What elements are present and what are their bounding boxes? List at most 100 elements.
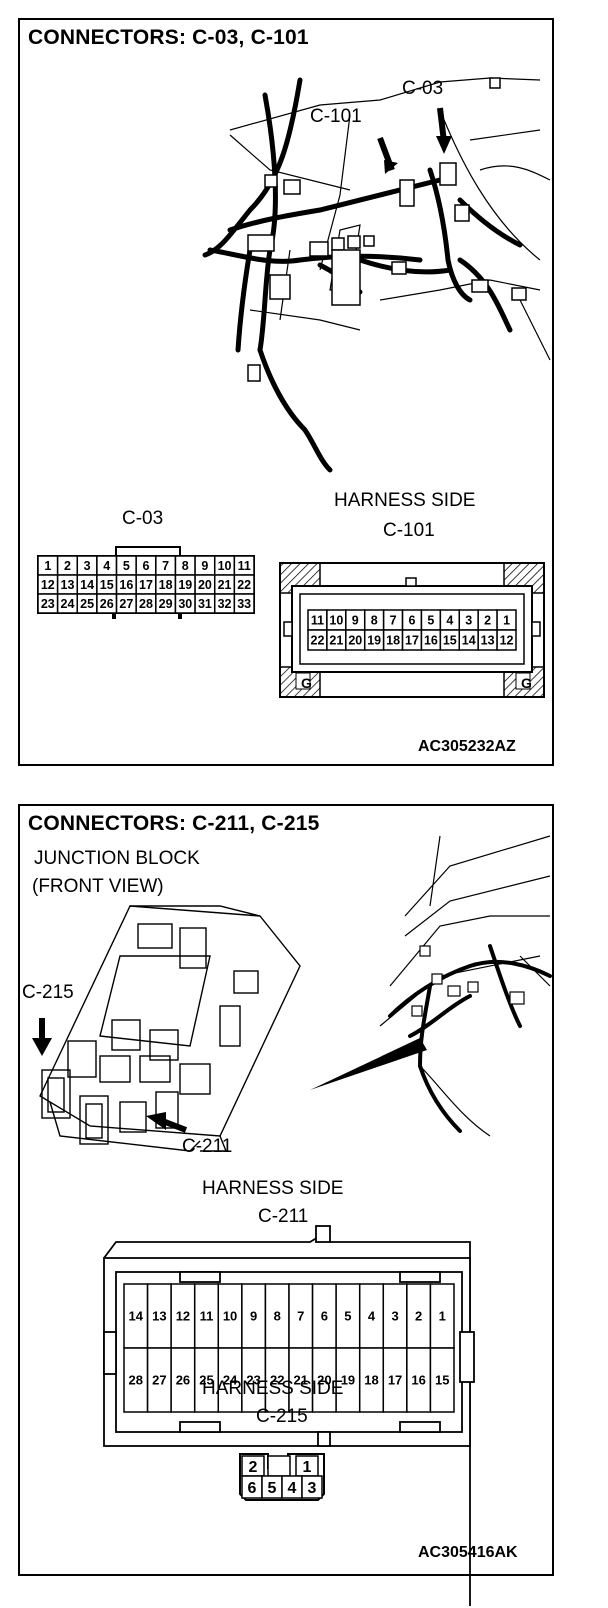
c101-pin-cell [496, 629, 517, 651]
c211-pin-number: 6 [321, 1309, 328, 1324]
c211-pin-number: 13 [152, 1309, 166, 1324]
c03-pin-number: 1 [44, 559, 51, 573]
c211-pin-number: 10 [223, 1309, 237, 1324]
c211-pin-number: 11 [200, 1309, 214, 1324]
c211-pin-number: 25 [199, 1373, 213, 1388]
c03-pin-number: 12 [41, 578, 55, 592]
c211-pin-number: 22 [270, 1373, 284, 1388]
panel-title: CONNECTORS: C-211, C-215 [28, 812, 320, 835]
callout-c101: C-101 [310, 106, 362, 127]
c211-pin-number: 14 [129, 1309, 144, 1324]
c03-pin-number: 3 [84, 559, 91, 573]
c03-pin-number: 2 [64, 559, 71, 573]
c03-pin-number: 13 [61, 578, 75, 592]
c101-pin-number: 4 [446, 614, 453, 628]
c03-pin-cell [233, 593, 255, 614]
c211-pin-number: 1 [439, 1309, 446, 1324]
c03-label: C-03 [122, 508, 164, 529]
c211-pin-number: 4 [368, 1309, 376, 1324]
c101-side-label: HARNESS SIDE [334, 490, 476, 511]
c101-pin-number: 8 [371, 614, 378, 628]
c211-pin-number: 17 [388, 1373, 402, 1388]
c101-pin-number: 16 [424, 634, 438, 648]
panel-c03-c101: CONNECTORS: C-03, C-101 [18, 18, 554, 766]
c211-pin-number: 19 [341, 1373, 355, 1388]
c211-pin-number: 18 [364, 1373, 378, 1388]
c03-pin-number: 4 [103, 559, 110, 573]
c211-pin-number: 16 [411, 1373, 425, 1388]
c03-pin-number: 23 [41, 597, 55, 611]
c03-pin-number: 17 [139, 578, 153, 592]
c211-pin-number: 5 [344, 1309, 351, 1324]
c101-pin-number: 9 [352, 614, 359, 628]
c101-pin-number: 21 [329, 634, 343, 648]
panel-title: CONNECTORS: C-03, C-101 [28, 26, 309, 49]
c03-pin-number: 9 [201, 559, 208, 573]
c03-pin-number: 6 [143, 559, 150, 573]
front-view-label: (FRONT VIEW) [32, 876, 164, 897]
c03-pin-number: 33 [237, 597, 251, 611]
c215-side-label: HARNESS SIDE [202, 1378, 344, 1399]
c101-pin-number: 19 [367, 634, 381, 648]
c03-pin-number: 20 [198, 578, 212, 592]
pointer-wedge [310, 1038, 427, 1090]
c215-pin-number: 6 [248, 1480, 257, 1497]
c211-pin-number: 24 [223, 1373, 238, 1388]
c211-pin-number: 3 [391, 1309, 398, 1324]
c03-pin-number: 16 [119, 578, 133, 592]
c211-pin-number: 21 [294, 1373, 308, 1388]
c03-pin-number: 10 [218, 559, 232, 573]
c03-pin-number: 27 [119, 597, 133, 611]
c211-pin-number: 7 [297, 1309, 304, 1324]
c101-pin-number: 17 [405, 634, 419, 648]
c03-pin-number: 30 [178, 597, 192, 611]
c03-pin-number: 8 [182, 559, 189, 573]
c211-pin-number: 20 [317, 1373, 331, 1388]
c215-pin-number: 5 [268, 1480, 277, 1497]
c101-pin-number: 3 [465, 614, 472, 628]
c101-pin-number: 12 [500, 634, 514, 648]
c215-pin-number: 1 [303, 1459, 312, 1476]
c03-pin-number: 21 [218, 578, 232, 592]
c215-pin-number: 2 [249, 1459, 258, 1476]
c03-pin-number: 11 [238, 559, 251, 573]
c211-pin-number: 23 [246, 1373, 260, 1388]
c101-pin-number: 2 [484, 614, 491, 628]
junction-block-illustration [32, 835, 552, 1152]
c211-pin-number: 8 [274, 1309, 281, 1324]
dashboard-harness-illustration [202, 77, 551, 473]
c211-label: C-211 [258, 1206, 309, 1227]
c211-pin-number: 9 [250, 1309, 257, 1324]
c101-pin-number: 13 [481, 634, 495, 648]
c211-pin-number: 12 [176, 1309, 190, 1324]
c101-pin-number: 15 [443, 634, 457, 648]
c101-pin-number: 7 [390, 614, 397, 628]
c211-pin-number: 26 [176, 1373, 190, 1388]
c211-pin-cell [429, 1347, 455, 1413]
c03-pin-number: 7 [162, 559, 169, 573]
c03-pin-number: 15 [100, 578, 114, 592]
c03-pin-number: 29 [159, 597, 173, 611]
c03-pin-number: 18 [159, 578, 173, 592]
c215-pin-number: 4 [288, 1480, 297, 1497]
junction-block-label: JUNCTION BLOCK [34, 848, 200, 869]
c101-pin-number: 14 [462, 634, 476, 648]
c03-pin-number: 28 [139, 597, 153, 611]
c03-pin-number: 31 [198, 597, 212, 611]
c101-pin-number: 6 [409, 614, 416, 628]
callout-c211: C-211 [182, 1136, 233, 1157]
c101-pin-number: 11 [311, 614, 324, 628]
c211-pin-number: 27 [152, 1373, 166, 1388]
c101-pin-number: 18 [386, 634, 400, 648]
c03-pin-number: 24 [61, 597, 75, 611]
c215-pin-number: 3 [308, 1480, 317, 1497]
panel-c211-c215: CONNECTORS: C-211, C-215 JUNCTION BLOCK … [18, 804, 554, 1606]
